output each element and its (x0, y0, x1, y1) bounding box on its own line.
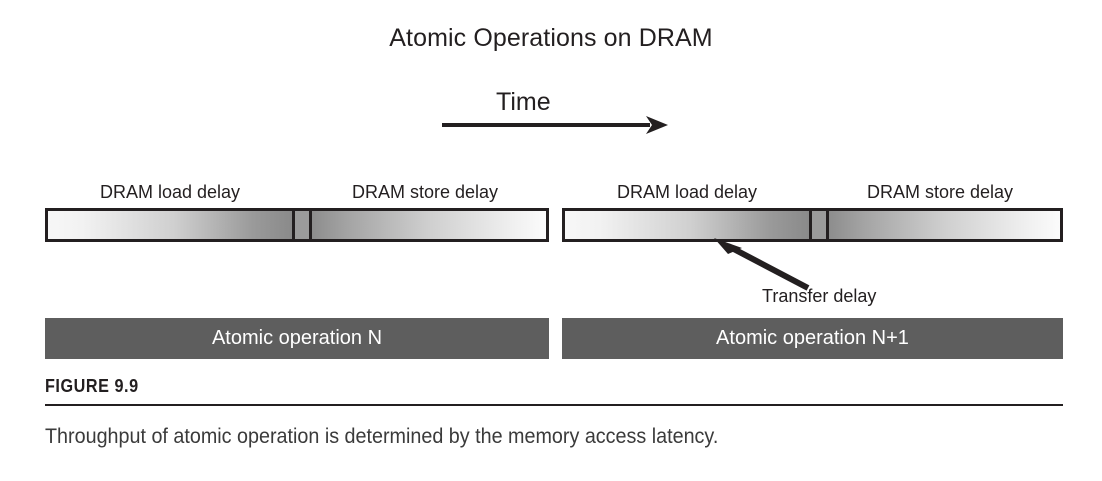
timing-bar-operation-n (45, 208, 549, 242)
figure-number: FIGURE 9.9 (45, 376, 139, 396)
segment-label-load-n: DRAM load delay (99, 182, 241, 202)
transfer-delay-label: Transfer delay (762, 286, 877, 306)
segment-store-n (312, 211, 546, 239)
figure-caption: Throughput of atomic operation is determ… (45, 425, 719, 448)
segment-load-n1 (565, 211, 809, 239)
figure-title: Atomic Operations on DRAM (389, 24, 713, 52)
segment-transfer-n (292, 211, 312, 239)
figure-divider (45, 404, 1063, 406)
atomic-operation-band-n: Atomic operation N (45, 318, 549, 359)
segment-transfer-n1 (809, 211, 829, 239)
segment-load-n (48, 211, 292, 239)
segment-store-n1 (829, 211, 1060, 239)
segment-label-load-n1: DRAM load delay (616, 182, 758, 202)
time-arrow-icon (442, 116, 668, 134)
timing-bar-operation-n1 (562, 208, 1063, 242)
segment-label-store-n1: DRAM store delay (866, 182, 1014, 202)
atomic-operation-band-n1: Atomic operation N+1 (562, 318, 1063, 359)
segment-label-store-n: DRAM store delay (351, 182, 499, 202)
transfer-delay-arrow-icon (714, 238, 810, 291)
time-axis-label: Time (496, 88, 551, 116)
